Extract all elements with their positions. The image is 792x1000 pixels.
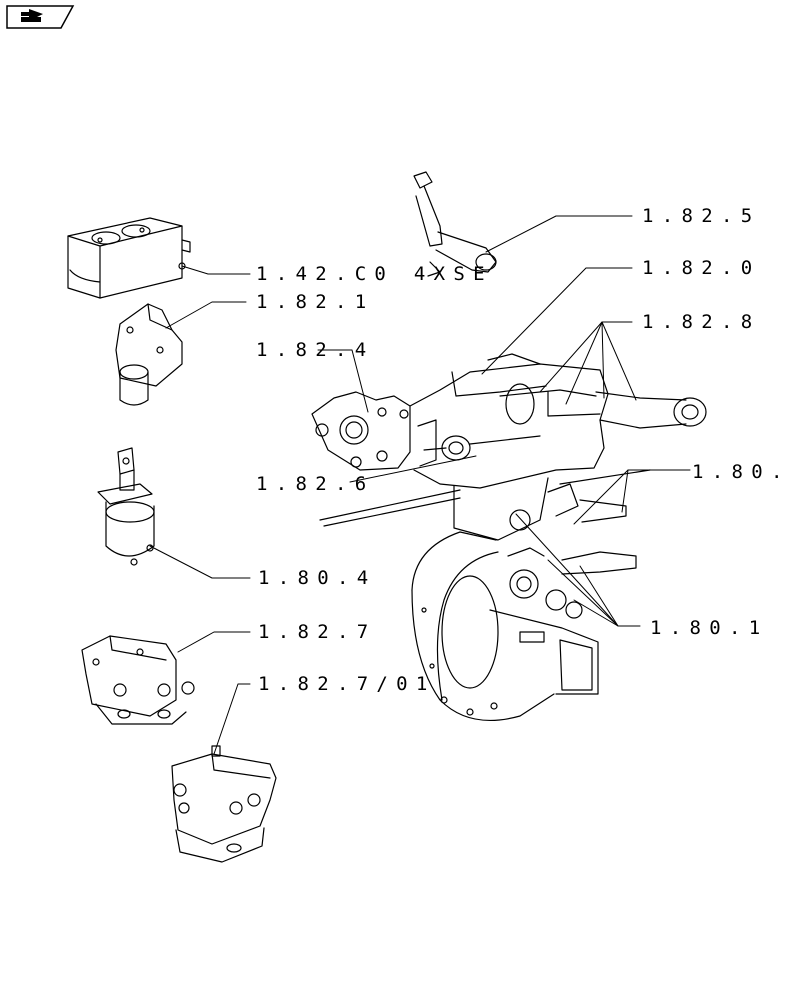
callout-1-82-0[interactable]: 1.82.0 <box>642 257 761 279</box>
arrow-right-icon <box>21 9 43 22</box>
valve-block-01-part <box>171 745 277 863</box>
callout-1-80-1[interactable]: 1.80.1 <box>650 617 769 639</box>
callout-1-80[interactable]: 1.80. <box>692 461 791 483</box>
valve-block-part <box>81 635 195 725</box>
callout-1-82-1[interactable]: 1.82.1 <box>256 291 375 313</box>
next-page-button[interactable] <box>5 4 75 30</box>
leader-lines <box>149 215 691 755</box>
callout-1-82-7[interactable]: 1.82.7 <box>258 621 377 643</box>
final-drive-part <box>411 477 637 722</box>
lift-arm-part <box>413 171 497 277</box>
rear-axle-housing-part <box>311 353 707 527</box>
callout-1-80-4[interactable]: 1.80.4 <box>258 567 377 589</box>
valve-bracket-part <box>115 303 183 406</box>
callout-1-82-8[interactable]: 1.82.8 <box>642 311 761 333</box>
solenoid-valve-part <box>97 447 155 566</box>
callout-1-42-c04xse[interactable]: 1.42.C0 4XSE <box>256 263 493 285</box>
gear-pump-part <box>67 217 191 299</box>
callout-1-82-4[interactable]: 1.82.4 <box>256 339 375 361</box>
callout-1-82-6[interactable]: 1.82.6 <box>256 473 375 495</box>
callout-1-82-5[interactable]: 1.82.5 <box>642 205 761 227</box>
callout-1-82-7-01[interactable]: 1.82.7/01 <box>258 673 436 695</box>
